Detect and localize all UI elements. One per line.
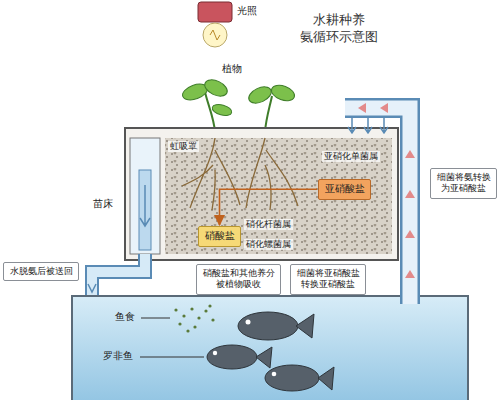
plant-stem — [205, 92, 215, 132]
grow-bed — [125, 128, 398, 260]
lamp-bulb — [203, 23, 227, 47]
box-text: 硝酸盐 — [205, 230, 235, 243]
note-box: 细菌将氨转换 为亚硝酸盐 — [430, 168, 497, 199]
part-label: 植物 — [222, 63, 242, 75]
part-label: 罗非鱼 — [103, 350, 133, 362]
tilapia — [207, 312, 334, 391]
spray-arrows — [348, 118, 388, 133]
fish-tank — [72, 296, 468, 400]
flow-arrow — [140, 185, 150, 226]
part-label: 苗床 — [93, 198, 113, 210]
diagram-title: 水耕种养 氨循环示意图 — [300, 12, 378, 46]
box-text: 细菌将氨转换 为亚硝酸盐 — [437, 172, 491, 195]
lamp-filament — [210, 30, 220, 40]
lamp-base — [198, 2, 232, 22]
flow-arrow — [88, 284, 96, 292]
part-label: 虹吸罩 — [168, 141, 199, 152]
box-text: 细菌将亚硝酸盐 转换亚硝酸盐 — [297, 268, 360, 291]
box-text: 硝酸盐和其他养分 被植物吸收 — [203, 268, 275, 291]
plant-stem — [265, 96, 272, 132]
plant-leaf — [246, 84, 274, 107]
note-box: 水脱氨后被送回 — [3, 262, 79, 281]
box-text: 水脱氨后被送回 — [10, 266, 73, 277]
part-label: 鱼食 — [115, 311, 135, 323]
part-label: 亚硝化单菌属 — [322, 151, 380, 162]
process-box: 硝酸盐 — [198, 226, 241, 247]
note-box: 细菌将亚硝酸盐 转换亚硝酸盐 — [290, 264, 366, 295]
leader-line — [140, 318, 204, 357]
fish-food — [174, 304, 214, 332]
process-box: 亚硝酸盐 — [318, 179, 371, 200]
siphon-chamber — [130, 138, 160, 254]
gravel — [165, 138, 392, 254]
note-box: 硝酸盐和其他养分 被植物吸收 — [196, 264, 281, 295]
box-text: 亚硝酸盐 — [325, 183, 365, 196]
part-label: 光照 — [237, 5, 257, 17]
plant-roots — [246, 138, 298, 210]
plant-leaf — [202, 77, 230, 100]
part-label: 硝化螺菌属 — [244, 239, 293, 250]
part-label: 硝化杆菌属 — [244, 219, 293, 230]
siphon-tube — [139, 170, 151, 250]
fish-eye — [213, 320, 277, 377]
plant-leaf — [211, 103, 233, 118]
plant-leaf — [269, 82, 296, 103]
